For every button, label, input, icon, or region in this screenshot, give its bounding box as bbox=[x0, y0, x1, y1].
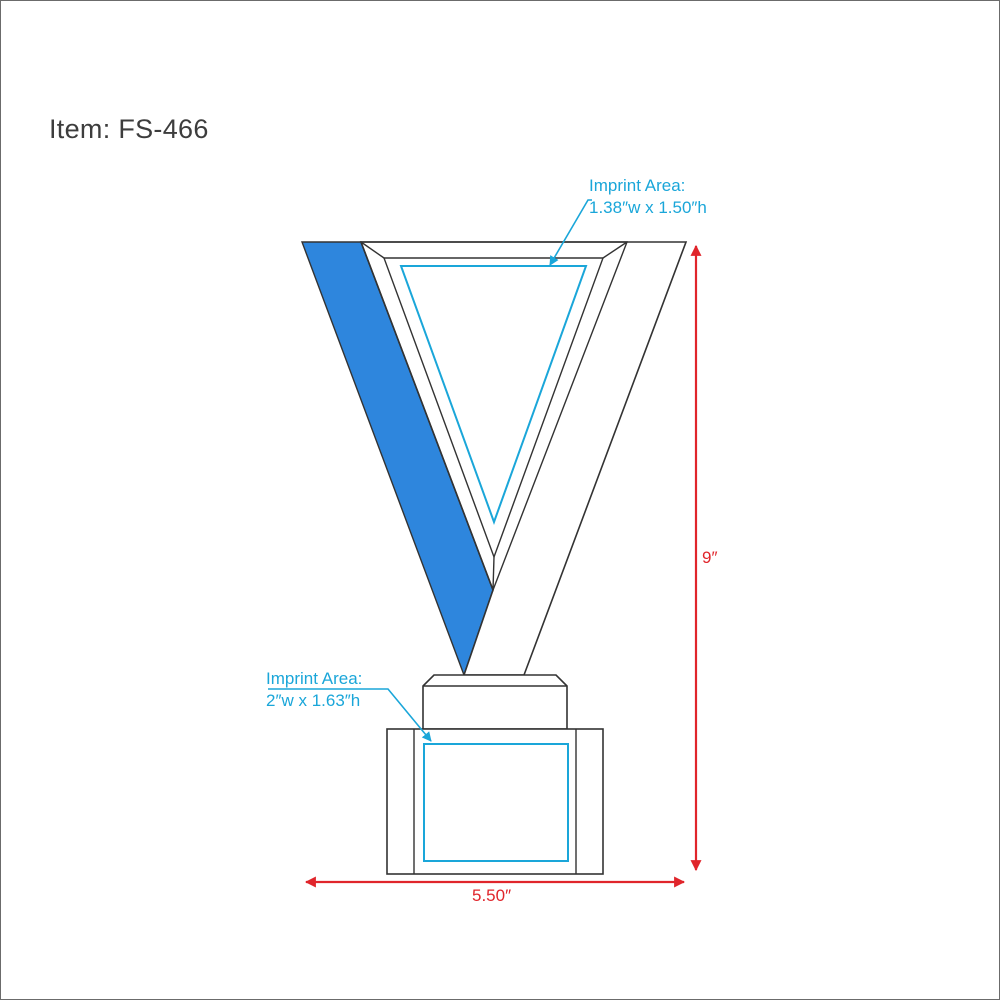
width-dimension-label: 5.50″ bbox=[472, 886, 512, 905]
base-top-block bbox=[422, 674, 568, 730]
top-imprint-callout-size: 1.38″w x 1.50″h bbox=[589, 198, 707, 217]
top-imprint-area bbox=[399, 265, 588, 525]
base-imprint-area bbox=[423, 743, 569, 862]
top-imprint-callout: Imprint Area: 1.38″w x 1.50″h bbox=[589, 175, 707, 219]
item-title: Item: FS-466 bbox=[49, 114, 209, 144]
base-lower-block bbox=[386, 728, 604, 875]
base-imprint-callout-label: Imprint Area: bbox=[266, 669, 363, 688]
bevel-inner-triangle bbox=[382, 257, 605, 560]
base-callout-leader bbox=[268, 688, 432, 742]
top-imprint-callout-label: Imprint Area: bbox=[589, 176, 686, 195]
base-imprint-callout-size: 2″w x 1.63″h bbox=[266, 691, 361, 710]
bevel-outer-triangle bbox=[359, 241, 629, 592]
height-dimension-label: 9″ bbox=[702, 548, 718, 567]
top-callout-leader bbox=[549, 199, 592, 266]
base-imprint-callout: Imprint Area: 2″w x 1.63″h bbox=[266, 668, 362, 712]
bevel-corner-bottom bbox=[492, 556, 495, 591]
bevel-corner-right bbox=[602, 241, 628, 259]
bevel-corner-left bbox=[360, 241, 385, 259]
